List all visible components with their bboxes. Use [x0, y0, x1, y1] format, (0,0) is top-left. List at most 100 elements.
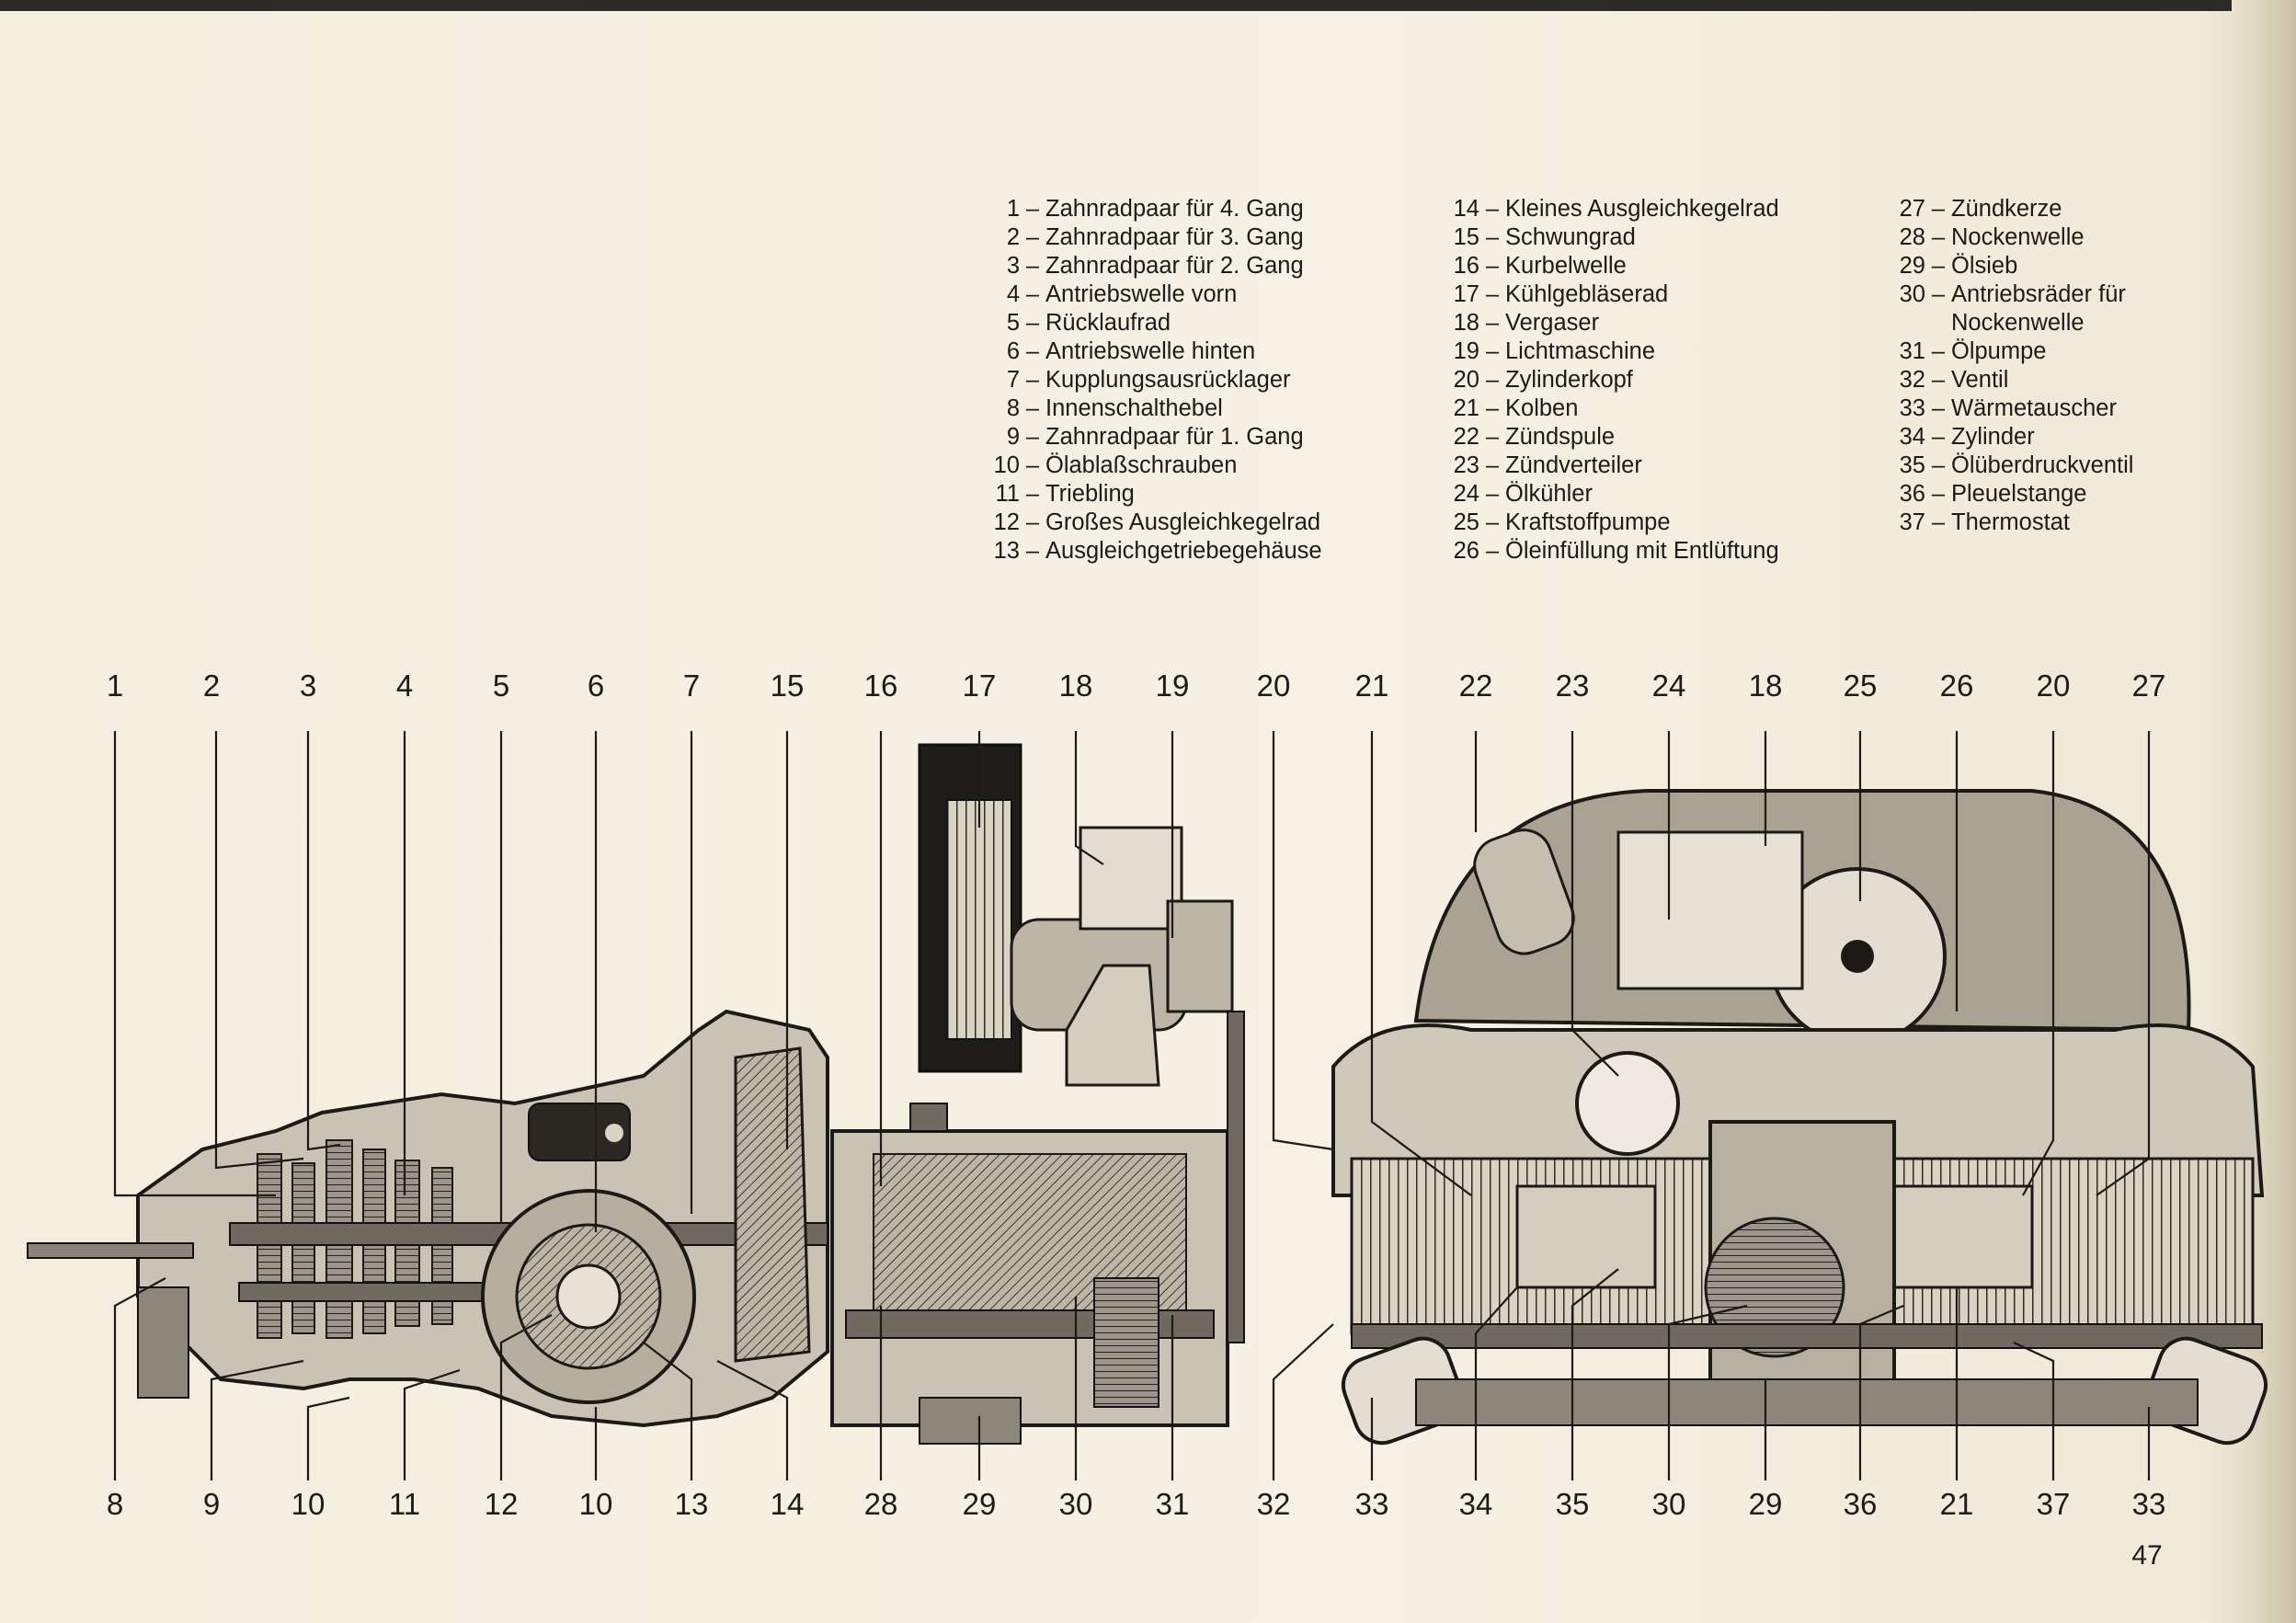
legend-text: Triebling — [1045, 481, 1135, 507]
legend-number: 10 — [993, 452, 1020, 478]
legend-text: Ventil — [1951, 367, 2009, 393]
legend-item: 37–Thermostat — [1876, 509, 2133, 537]
legend-item: 6–Antriebswelle hinten — [970, 337, 1322, 366]
legend-number: 8 — [1006, 395, 1020, 421]
legend-number: 23 — [1453, 452, 1479, 478]
legend-number: 7 — [1006, 367, 1020, 393]
legend-dash: – — [1025, 538, 1040, 564]
legend-item: 10–Ölablaßschrauben — [970, 451, 1322, 480]
legend-text: Zahnradpaar für 3. Gang — [1045, 224, 1304, 250]
legend-item: 25–Kraftstoffpumpe — [1430, 509, 1779, 537]
legend-item: 24–Ölkühler — [1430, 480, 1779, 509]
callout-number: 20 — [2036, 669, 2071, 703]
legend-number: 20 — [1453, 367, 1479, 393]
legend-item: 27–Zündkerze — [1876, 195, 2133, 223]
legend-item: 11–Triebling — [970, 480, 1322, 509]
legend-dash: – — [1485, 224, 1500, 250]
callout-number: 13 — [674, 1487, 709, 1521]
legend-number: 25 — [1453, 509, 1479, 535]
callout-number: 29 — [1748, 1487, 1783, 1521]
legend-number: 24 — [1453, 481, 1479, 507]
callout-number: 16 — [863, 669, 898, 703]
legend-number: 14 — [1453, 196, 1479, 222]
callout-number: 25 — [1843, 669, 1878, 703]
legend-dash: – — [1025, 481, 1040, 507]
page-top-edge — [0, 0, 2234, 11]
legend-dash: – — [1485, 310, 1500, 336]
callout-number: 21 — [1939, 1487, 1974, 1521]
callout-number: 20 — [1256, 669, 1291, 703]
legend-dash: – — [1931, 452, 1946, 478]
callout-number: 36 — [1843, 1487, 1878, 1521]
legend-dash: – — [1931, 424, 1946, 450]
legend-dash: – — [1485, 395, 1500, 421]
callout-number: 5 — [492, 669, 510, 703]
legend-item: 18–Vergaser — [1430, 309, 1779, 337]
transmission-cutaway — [27, 1009, 829, 1428]
callout-number: 26 — [1939, 669, 1974, 703]
callout-number: 17 — [962, 669, 997, 703]
legend-text: Zylinder — [1951, 424, 2035, 450]
callout-number: 4 — [395, 669, 414, 703]
callout-number: 18 — [1748, 669, 1783, 703]
legend-dash: – — [1485, 253, 1500, 279]
page-number: 47 — [2131, 1540, 2163, 1571]
legend-text: Pleuelstange — [1951, 481, 2087, 507]
callout-number: 15 — [770, 669, 805, 703]
legend-dash: – — [1025, 281, 1040, 307]
legend-number: 3 — [1006, 253, 1020, 279]
legend-text: Kupplungsausrücklager — [1045, 367, 1291, 393]
legend-number: 17 — [1453, 281, 1479, 307]
legend-dash: – — [1485, 452, 1500, 478]
callout-number: 18 — [1058, 669, 1093, 703]
legend-item: 7–Kupplungsausrücklager — [970, 366, 1322, 394]
legend-number: 31 — [1899, 338, 1925, 364]
leader-lines — [113, 731, 2151, 1480]
callout-number: 22 — [1458, 669, 1493, 703]
legend-item: 33–Wärmetauscher — [1876, 394, 2133, 423]
legend-text: Zylinderkopf — [1505, 367, 1633, 393]
callout-number: 33 — [1354, 1487, 1389, 1521]
legend-item: 32–Ventil — [1876, 366, 2133, 394]
legend-number: 28 — [1899, 224, 1925, 250]
engine-rear-cutaway — [1331, 789, 2268, 1446]
legend-item: 34–Zylinder — [1876, 423, 2133, 451]
legend-dash: – — [1931, 281, 1946, 307]
legend-number: 18 — [1453, 310, 1479, 336]
legend-dash: – — [1931, 395, 1946, 421]
legend-dash: – — [1931, 481, 1946, 507]
legend-dash: – — [1025, 367, 1040, 393]
callout-number: 28 — [863, 1487, 898, 1521]
legend-text: Lichtmaschine — [1505, 338, 1655, 364]
legend-text-continuation: Nockenwelle — [1951, 310, 2085, 336]
legend-text: Großes Ausgleichkegelrad — [1045, 509, 1321, 535]
legend-dash: – — [1025, 338, 1040, 364]
callout-number: 10 — [291, 1487, 326, 1521]
callout-number: 23 — [1555, 669, 1590, 703]
legend-dash: – — [1025, 424, 1040, 450]
callout-number: 12 — [484, 1487, 519, 1521]
callout-number: 30 — [1651, 1487, 1686, 1521]
legend-text: Ölpumpe — [1951, 338, 2047, 364]
legend-number: 36 — [1899, 481, 1925, 507]
legend-dash: – — [1485, 538, 1500, 564]
legend-number: 21 — [1453, 395, 1479, 421]
page-right-edge — [2232, 0, 2296, 1623]
legend-item: 2–Zahnradpaar für 3. Gang — [970, 223, 1322, 252]
legend-text: Zahnradpaar für 1. Gang — [1045, 424, 1304, 450]
legend-dash: – — [1931, 224, 1946, 250]
legend-number: 34 — [1899, 424, 1925, 450]
legend-item: 29–Ölsieb — [1876, 252, 2133, 280]
legend-text: Kurbelwelle — [1505, 253, 1627, 279]
legend-text: Innenschalthebel — [1045, 395, 1223, 421]
legend-dash: – — [1025, 196, 1040, 222]
legend-number: 32 — [1899, 367, 1925, 393]
legend-number: 13 — [993, 538, 1020, 564]
legend-text: Zahnradpaar für 4. Gang — [1045, 196, 1304, 222]
legend-text: Nockenwelle — [1951, 224, 2085, 250]
legend-dash: – — [1025, 452, 1040, 478]
legend-dash: – — [1025, 224, 1040, 250]
